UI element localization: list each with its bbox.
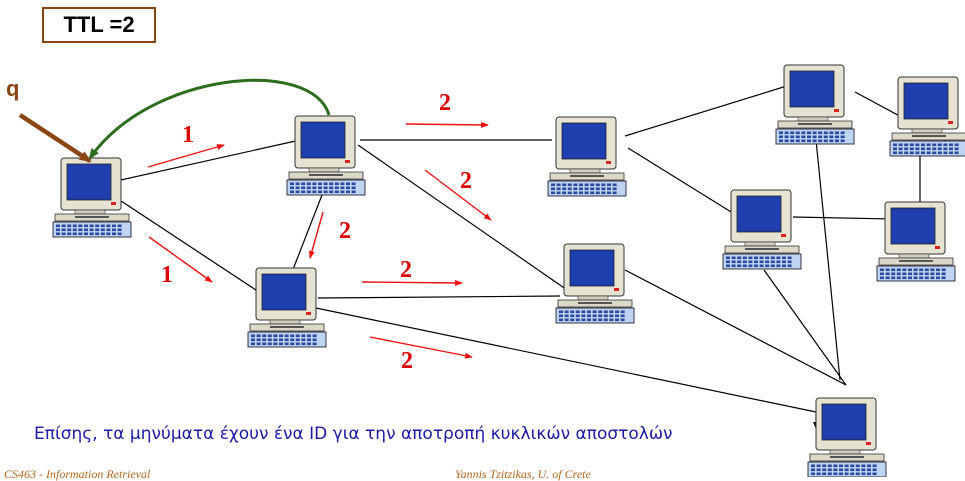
computer-icon [889, 76, 965, 157]
network-link [315, 307, 817, 413]
hop-count-label: 2 [401, 348, 413, 374]
hop-labels: 1 1 2 2 2 2 2 [161, 90, 472, 374]
network-link [357, 144, 571, 293]
hop-arrow [147, 144, 225, 168]
footer-course: CS463 - Information Retrieval [4, 467, 151, 481]
ttl-box: TTL =2 [42, 7, 156, 43]
computer-icon [876, 201, 956, 282]
computer-icon [247, 267, 327, 348]
query-label: q [6, 76, 20, 101]
computer-icon [555, 243, 635, 324]
return-arrow [88, 78, 331, 160]
hop-count-label: 2 [400, 257, 412, 283]
computer-icon [52, 157, 132, 238]
network-link [763, 269, 847, 386]
hop-arrow [405, 121, 489, 128]
hop-count-label: 1 [161, 262, 173, 288]
hop-arrow [369, 336, 473, 359]
hop-arrow [309, 211, 324, 259]
message-id-note: Επίσης, τα μηνύματα έχουν ένα ID για την… [34, 424, 673, 444]
computer-icon [547, 116, 627, 197]
computer-icon [775, 64, 855, 145]
network-links [111, 84, 964, 429]
network-link [111, 194, 263, 295]
hop-count-label: 2 [439, 90, 451, 116]
network-link [624, 269, 847, 386]
footer-author: Yannis Tzitzikas, U. of Crete [455, 467, 591, 481]
network-link [624, 84, 791, 137]
network-link [814, 129, 841, 381]
network-nodes [52, 64, 965, 477]
network-link [317, 295, 561, 299]
hop-count-label: 2 [460, 168, 472, 194]
hop-count-label: 1 [182, 122, 194, 148]
query-arrow [18, 113, 92, 163]
hop-count-label: 2 [339, 218, 351, 244]
network-link [627, 147, 737, 216]
computer-icon [807, 397, 887, 477]
hop-arrow [361, 279, 463, 286]
network-link [792, 216, 893, 220]
computer-icon [286, 115, 366, 196]
network-link [291, 194, 323, 273]
hop-arrow [424, 169, 492, 221]
hop-arrows [18, 78, 492, 359]
computer-icon [722, 189, 802, 270]
network-link [111, 139, 301, 183]
hop-arrow [148, 236, 213, 283]
ttl-label: TTL =2 [63, 12, 135, 37]
